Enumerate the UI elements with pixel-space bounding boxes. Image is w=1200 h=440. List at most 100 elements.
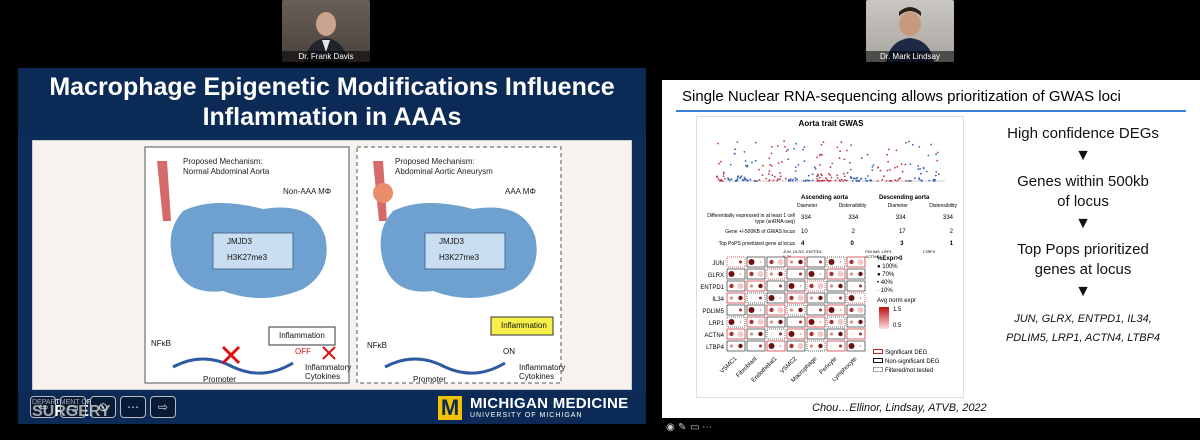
deg-cell [726,280,746,292]
expression-dot [738,343,743,349]
speaker-video-mark-lindsay[interactable]: Dr. Mark Lindsay [866,0,954,62]
deg-cell [806,292,826,304]
manhattan-point [889,169,891,171]
gene-label: ENTPD1 [700,285,724,291]
expression-dot [739,321,742,323]
column-header: Diameter [797,203,818,209]
annotation-toolbar: ◉ ✎ ▭ ⋯ [662,418,1200,440]
manhattan-point [777,178,779,180]
down-arrow-icon: ▼ [1075,215,1091,232]
expression-dot [818,343,823,349]
manhattan-point [718,162,720,165]
inflammation-label-left: Inflammation [279,331,325,340]
expression-dot [788,283,795,289]
annotate-icon[interactable]: ◉ [666,422,675,433]
expression-dot [769,259,774,265]
manhattan-point [744,160,747,162]
inflammation-label-right: Inflammation [501,321,547,330]
cytokines-label-right: Inflammatory Cytokines [519,363,566,381]
manhattan-point [781,161,783,163]
manhattan-point [925,170,928,173]
manhattan-point [717,142,719,145]
manhattan-point [734,180,737,182]
manhattan-point [719,180,722,182]
avg-legend-low: 0.5 [893,323,902,329]
manhattan-point [797,163,800,166]
pen-icon[interactable]: ✎ [678,422,687,433]
manhattan-point [826,178,828,181]
manhattan-point [768,157,771,159]
more-tools-icon[interactable]: ⋯ [702,422,712,433]
deg-legend: Significant DEG Non-significant DEG Filt… [873,349,939,376]
gene-label: PDLIM5 [702,309,724,315]
expression-dot [850,320,853,324]
deg-cell [826,328,846,340]
down-arrow-icon: ▼ [1075,147,1091,164]
expression-dot [769,307,774,313]
gene-list-line-2: PDLIM5, LRP1, ACTN4, LTBP4 [1005,332,1161,344]
manhattan-point [772,179,775,182]
manhattan-point [844,179,846,181]
deg-cell [786,256,806,268]
manhattan-point [879,169,882,172]
expression-dot [790,321,793,323]
expression-dot [790,308,793,312]
nfkb-label-right: NFκB [367,341,387,350]
next-slide-icon[interactable]: ⇨ [150,396,176,418]
expression-dot [750,345,753,347]
shapes-icon[interactable]: ▭ [690,422,700,433]
manhattan-point [850,144,852,146]
manhattan-point [851,180,854,182]
manhattan-point [743,151,746,153]
manhattan-point [846,171,849,174]
manhattan-point [792,178,794,181]
manhattan-point [765,177,767,180]
expression-dot [837,319,844,325]
manhattan-point [900,163,903,165]
manhattan-point [807,174,810,177]
expression-dot [849,307,854,313]
deg-cell [826,280,846,292]
manhattan-point [822,141,825,143]
expression-dot [730,344,733,348]
manhattan-point [823,179,826,182]
row-label-1: Differentially expressed in at least 1 c… [707,213,795,225]
deg-cell [726,328,746,340]
pointer-icon[interactable]: ⊙ [90,396,116,418]
manhattan-point [802,180,805,182]
deg-cell [766,256,786,268]
slide-view-icon[interactable]: ▭ [60,396,86,418]
manhattan-point [794,177,797,179]
expression-dot [839,296,842,300]
manhattan-point [829,166,832,168]
previous-slide-icon[interactable]: ⇦ [30,396,56,418]
manhattan-point [871,169,874,172]
manhattan-point [818,154,821,157]
row-value: 4 [801,241,805,247]
manhattan-point [834,179,837,182]
row-label-3: Top PoPS prioritized gene at locus [718,241,795,247]
expression-dot [768,295,775,301]
manhattan-point [769,163,771,166]
manhattan-point [849,161,851,164]
speaker-video-frank-davis[interactable]: Dr. Frank Davis [282,0,370,62]
row-values-3: 4 0 3 1 [801,241,953,247]
row-value: 2 [851,229,855,235]
expression-dot [728,271,735,277]
manhattan-point [850,176,852,178]
deg-cell [846,316,866,328]
right-mechanism-subtitle: Abdominal Aortic Aneurysm [395,167,493,176]
deg-cell [766,304,786,316]
expression-dot [830,332,833,336]
manhattan-point [825,177,827,179]
expression-dot [730,296,733,300]
manhattan-point [796,178,799,181]
deg-cell [806,268,826,280]
manhattan-point [816,156,818,159]
manhattan-point [843,172,845,175]
expression-dot [779,332,782,336]
expression-dot [830,284,833,288]
expression-dot [798,307,803,313]
manhattan-point [839,150,841,153]
more-options-icon[interactable]: ⋯ [120,396,146,418]
